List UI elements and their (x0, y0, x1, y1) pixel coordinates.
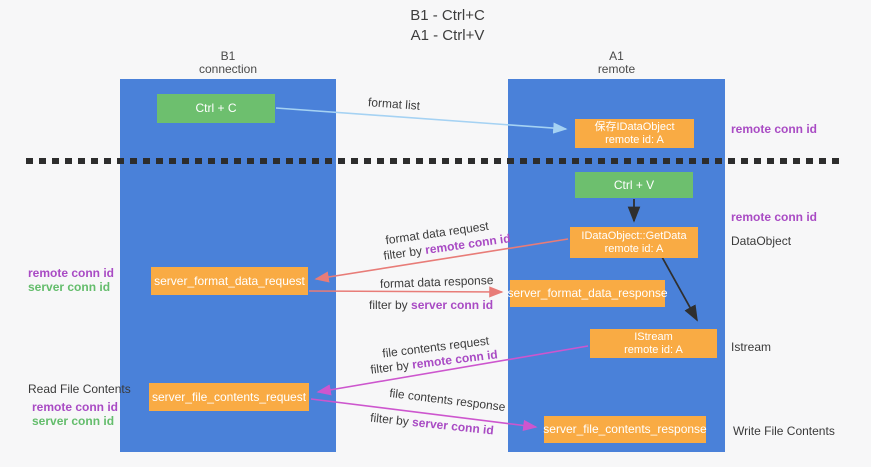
node-server-file-contents-response-label: server_file_contents_response (543, 422, 707, 436)
node-istream-line1: IStream (634, 330, 673, 343)
node-server-format-data-response: server_format_data_response (507, 280, 668, 307)
side-label-remote-conn-id-right-mid: remote conn id (731, 210, 818, 224)
label-server-conn-id-2: server conn id (411, 414, 495, 438)
side-label-dataobject: DataObject (731, 234, 792, 248)
lane-a1-role: remote (597, 62, 636, 76)
lane-a1-name: A1 (609, 49, 624, 63)
diagram-title: B1 - Ctrl+C A1 - Ctrl+V (24, 6, 871, 46)
node-getdata-line2: remote id: A (604, 242, 664, 255)
side-label-server-conn-id-left-bottom: server conn id (32, 414, 115, 428)
side-label-write-file-contents: Write File Contents (733, 424, 835, 438)
label-filter-prefix-2: filter by (369, 298, 412, 312)
lane-header-a1: A1 remote (508, 50, 725, 76)
label-filter-by-server-conn-id-1: filter by server conn id (369, 298, 493, 312)
node-ctrl-v: Ctrl + V (575, 172, 693, 198)
node-server-format-data-request: server_format_data_request (151, 267, 308, 295)
label-filter-prefix-4: filter by (369, 410, 413, 429)
lane-b1-role: connection (198, 62, 258, 76)
node-ctrl-c: Ctrl + C (157, 94, 275, 123)
node-server-format-data-response-label: server_format_data_response (507, 286, 668, 300)
node-ctrl-v-label: Ctrl + V (613, 177, 655, 192)
side-label-remote-conn-id-right-top: remote conn id (731, 122, 818, 136)
label-format-data-response: format data response (379, 273, 494, 291)
side-label-read-file-contents: Read File Contents (28, 382, 131, 396)
side-label-remote-conn-id-left-top: remote conn id (28, 266, 115, 280)
node-istream-line2: remote id: A (624, 343, 683, 356)
lane-b1-name: B1 (220, 49, 236, 63)
node-save-idataobject-line2: remote id: A (605, 133, 664, 146)
side-label-remote-conn-id-left-bottom: remote conn id (32, 400, 119, 414)
label-server-conn-id-1: server conn id (411, 298, 494, 312)
node-idataobject-getdata: IDataObject::GetData remote id: A (570, 227, 698, 258)
node-getdata-line1: IDataObject::GetData (581, 229, 687, 242)
label-file-contents-response: file contents response (388, 385, 507, 415)
label-format-list: format list (367, 95, 421, 113)
node-istream: IStream remote id: A (590, 329, 717, 358)
node-server-format-data-request-label: server_format_data_request (154, 273, 305, 288)
node-server-file-contents-request-label: server_file_contents_request (151, 389, 307, 404)
arrow-format-data-response (308, 286, 504, 298)
node-save-idataobject: 保存IDataObject remote id: A (575, 119, 694, 148)
title-line-2: A1 - Ctrl+V (410, 27, 485, 44)
node-server-file-contents-request: server_file_contents_request (149, 383, 309, 411)
node-save-idataobject-line1: 保存IDataObject (594, 120, 675, 133)
title-line-1: B1 - Ctrl+C (410, 7, 485, 24)
lane-header-b1: B1 connection (120, 50, 336, 76)
session-separator-dashed-line (26, 158, 843, 164)
side-label-istream: Istream (731, 340, 772, 354)
side-label-server-conn-id-left-top: server conn id (28, 280, 111, 294)
label-filter-prefix-3: filter by (369, 357, 414, 377)
label-filter-by-server-conn-id-2: filter by server conn id (370, 411, 495, 438)
node-server-file-contents-response: server_file_contents_response (543, 416, 707, 443)
node-ctrl-c-label: Ctrl + C (195, 101, 237, 115)
